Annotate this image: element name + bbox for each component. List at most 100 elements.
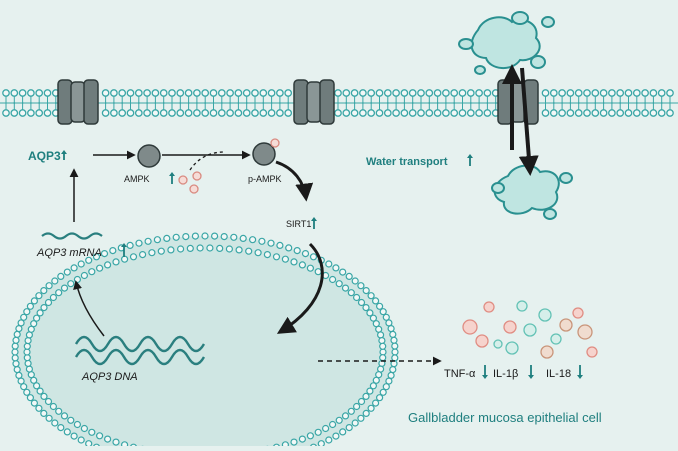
lipid-head: [641, 109, 649, 117]
nuclear-lipid-head: [51, 419, 59, 427]
nuclear-lipid-head: [20, 383, 28, 391]
nuclear-lipid-head: [285, 244, 293, 252]
lipid-head: [2, 89, 10, 97]
nuclear-lipid-head: [230, 233, 238, 241]
nuclear-lipid-head: [167, 246, 175, 254]
lipid-head: [408, 89, 417, 97]
nuclear-lipid-head: [379, 388, 387, 396]
lipid-head: [417, 109, 425, 117]
nuclear-lipid-head: [126, 241, 134, 249]
nuclear-lipid-head: [332, 264, 340, 272]
nuclear-lipid-head: [254, 249, 262, 257]
up-arrow-icon: [121, 243, 127, 247]
lipid-head: [143, 89, 151, 97]
dna-to-mrna-arrow: [73, 280, 105, 337]
lipid-head: [666, 109, 674, 117]
lipid-head: [284, 109, 293, 117]
nuclear-lipid-head: [23, 348, 31, 356]
nuclear-lipid-head: [391, 348, 399, 356]
lipid-head: [566, 109, 575, 117]
lipid-head: [209, 89, 218, 97]
lipid-head: [450, 109, 459, 117]
lipid-head: [483, 89, 492, 97]
nuclear-lipid-head: [11, 342, 19, 350]
nuclear-lipid-head: [379, 354, 387, 362]
nuclear-lipid-head: [353, 402, 361, 411]
lipid-head: [134, 89, 143, 97]
water-transport-label: Water transport: [366, 156, 448, 168]
lipid-head: [408, 109, 417, 117]
down-arrow-icon: [577, 375, 583, 379]
lipid-head: [641, 89, 649, 97]
nuclear-lipid-head: [70, 264, 78, 272]
aquaporin-channel-icon: [57, 79, 99, 125]
lipid-head: [433, 109, 442, 117]
lipid-head: [657, 109, 666, 117]
ampk-molecule: [137, 144, 161, 168]
nuclear-lipid-head: [144, 237, 152, 245]
nuclear-lipid-head: [15, 325, 23, 333]
aquaporin-channel-icon: [497, 79, 539, 125]
lipid-head: [632, 109, 641, 117]
lipid-head: [392, 89, 400, 97]
nuclear-lipid-head: [347, 407, 355, 415]
lipid-head: [367, 109, 376, 117]
nuclear-lipid-head: [23, 308, 31, 316]
nuclear-lipid-head: [201, 232, 209, 240]
lipid-head: [334, 89, 342, 97]
lipid-head: [126, 89, 135, 97]
nuclear-lipid-head: [335, 416, 343, 424]
lipid-head: [217, 109, 226, 117]
lipid-head: [657, 89, 666, 97]
lipid-head: [217, 89, 226, 97]
water-cluster-icon: [491, 164, 573, 220]
sirt1-label: SIRT1: [286, 219, 311, 229]
nuclear-lipid-head: [369, 314, 377, 322]
down-arrow-icon: [528, 375, 534, 379]
nuclear-lipid-head: [379, 348, 387, 356]
nuclear-lipid-head: [40, 392, 48, 400]
nuclear-lipid-head: [367, 292, 375, 300]
sirt1-to-nucleus-arrow: [276, 242, 324, 334]
lipid-head: [234, 109, 243, 117]
cytokine-cluster: [462, 300, 598, 359]
nuclear-lipid-head: [63, 428, 71, 436]
nuclear-lipid-head: [314, 268, 322, 276]
lipid-head: [101, 89, 110, 97]
ampk-label: AMPK: [124, 174, 150, 184]
lipid-head: [110, 89, 118, 97]
cytokine-particle-icon: [550, 333, 562, 345]
nuclear-lipid-head: [40, 304, 48, 312]
nuclear-lipid-head: [362, 409, 370, 417]
lipid-head: [375, 89, 384, 97]
nuclear-lipid-head: [366, 309, 374, 317]
nuclear-lipid-head: [317, 440, 325, 448]
nuclear-lipid-head: [379, 308, 387, 316]
cytokine-particle-icon: [559, 318, 573, 332]
nuclear-lipid-head: [139, 251, 147, 259]
lipid-head: [475, 89, 483, 97]
nuclear-lipid-head: [30, 297, 39, 305]
lipid-head: [450, 89, 459, 97]
lipid-head: [475, 109, 483, 117]
nuclear-lipid-head: [30, 399, 39, 407]
nuclear-lipid-head: [258, 237, 266, 245]
nuclear-lipid-head: [329, 420, 337, 429]
nuclear-lipid-head: [225, 245, 233, 253]
nuclear-lipid-head: [298, 261, 306, 269]
lipid-head: [574, 89, 583, 97]
nuclear-lipid-head: [95, 432, 104, 440]
up-arrow-icon: [467, 154, 473, 158]
nuclear-lipid-head: [25, 365, 33, 373]
cytokine-particle-icon: [572, 307, 584, 319]
nuclear-lipid-head: [40, 287, 48, 295]
lipid-head: [259, 109, 268, 117]
lipid-head: [159, 89, 168, 97]
cytokine-particle-icon: [540, 345, 554, 359]
nuclear-lipid-head: [245, 247, 253, 255]
nuclear-lipid-head: [372, 399, 380, 407]
nuclear-lipid-head: [32, 382, 41, 390]
cytokine-particle-icon: [493, 339, 503, 349]
lipid-head: [608, 89, 616, 97]
